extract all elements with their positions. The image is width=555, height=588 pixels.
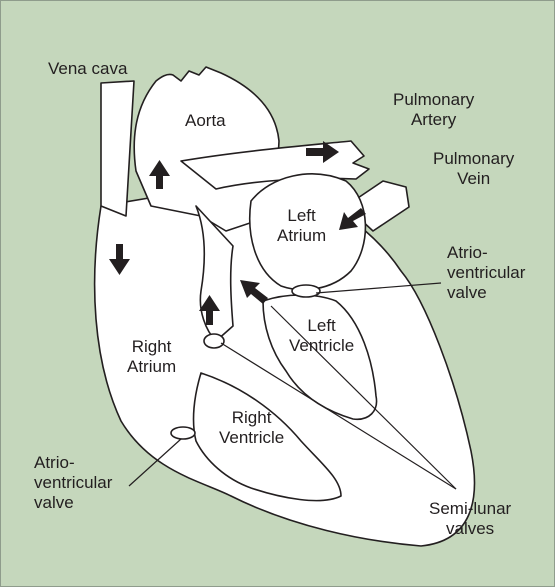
label-atrioventricular-valve-left: Atrio- ventricular valve: [447, 243, 525, 303]
label-pulmonary-artery: Pulmonary Artery: [393, 90, 474, 130]
label-aorta: Aorta: [185, 111, 226, 131]
label-atrioventricular-valve-right: Atrio- ventricular valve: [34, 453, 112, 513]
label-semilunar-valves: Semi-lunar valves: [429, 499, 511, 539]
label-pulmonary-vein: Pulmonary Vein: [433, 149, 514, 189]
label-left-ventricle: Left Ventricle: [289, 316, 354, 356]
label-vena-cava: Vena cava: [48, 59, 127, 79]
label-right-atrium: Right Atrium: [127, 337, 176, 377]
label-right-ventricle: Right Ventricle: [219, 408, 284, 448]
right-av-valve-shape: [171, 427, 195, 439]
vena-cava: [101, 81, 134, 216]
label-left-atrium: Left Atrium: [277, 206, 326, 246]
semilunar-valve-shape: [204, 334, 224, 348]
left-av-valve-shape: [292, 285, 320, 297]
